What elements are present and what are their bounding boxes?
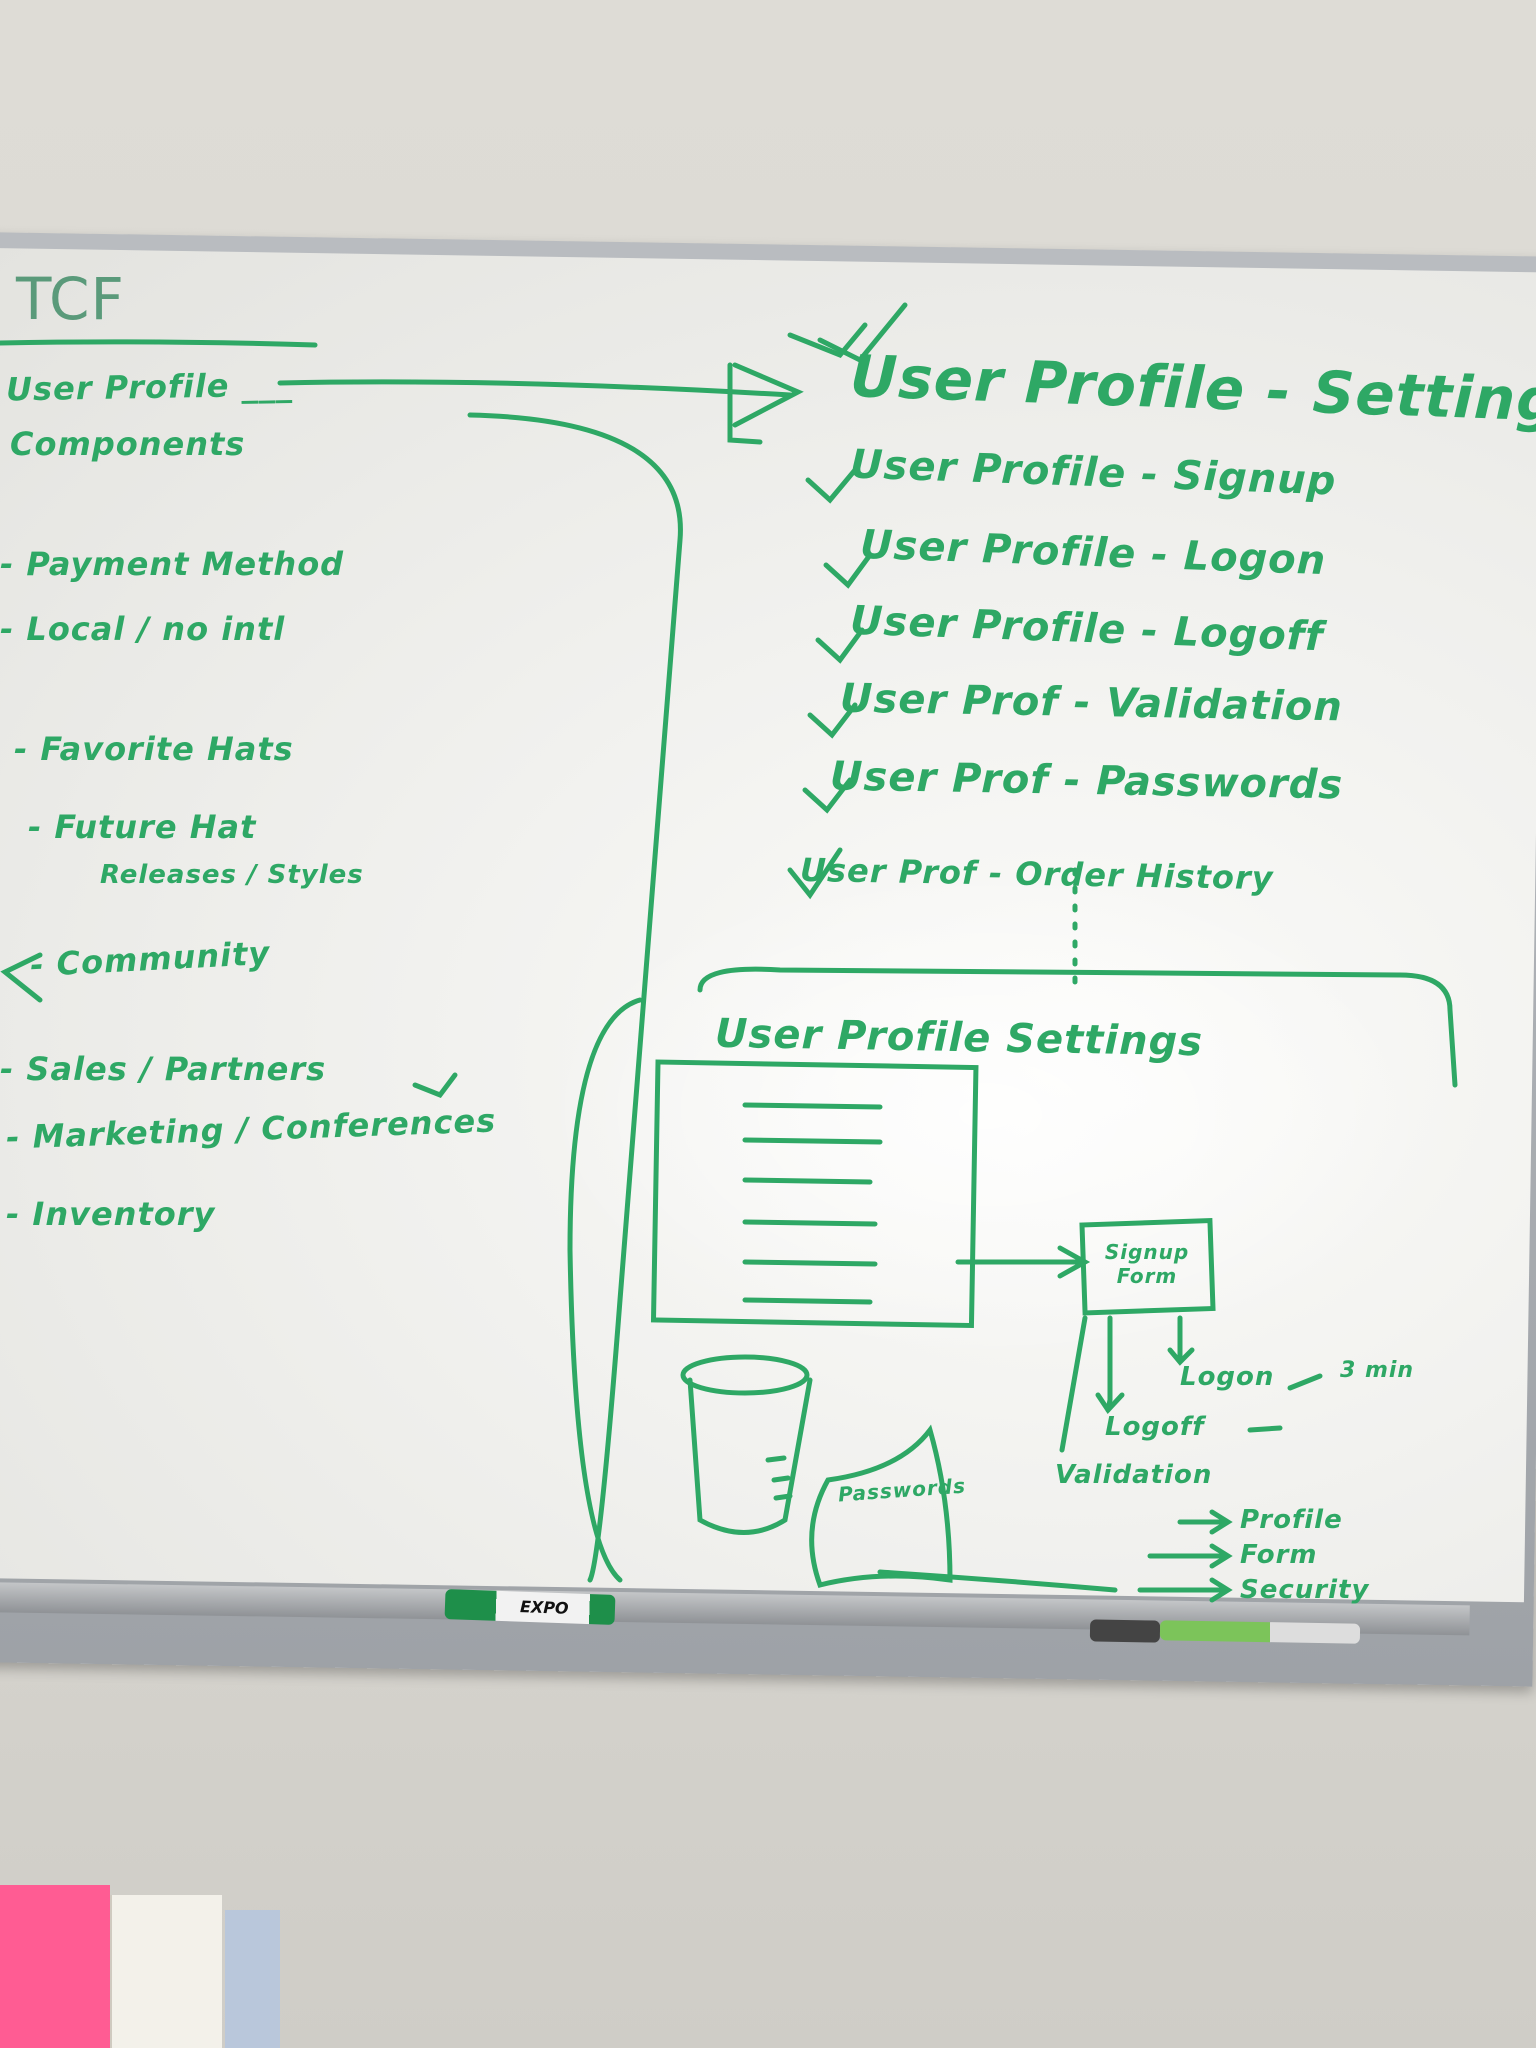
left-list-item: Components <box>10 425 246 463</box>
validation-item: Profile <box>1240 1505 1343 1535</box>
battery <box>1089 1619 1161 1643</box>
validation-item: Security <box>1240 1575 1370 1605</box>
left-list-item: - Sales / Partners <box>0 1050 327 1088</box>
board-title: TCF <box>16 265 125 333</box>
left-list-item: - Inventory <box>6 1195 216 1233</box>
notebook-paper <box>110 1895 222 2048</box>
logon-note: 3 min <box>1340 1358 1415 1383</box>
bracket-curve <box>467 412 683 1583</box>
left-list-item: Releases / Styles <box>100 860 364 890</box>
blue-paper <box>225 1910 280 2048</box>
pink-paper <box>0 1885 110 2048</box>
marker-label: EXPO <box>519 1597 569 1618</box>
signup-box-label: Signup Form <box>1104 1240 1190 1288</box>
validation-item: Form <box>1240 1540 1318 1570</box>
left-list-item: - Local / no intl <box>0 610 286 648</box>
left-list-item: User Profile ___ <box>5 365 293 409</box>
long-arrow <box>277 379 793 398</box>
logoff-label: Logoff <box>1105 1412 1205 1442</box>
database-sketch <box>680 1354 810 1396</box>
right-list-item: User Prof - Passwords <box>829 753 1344 809</box>
logon-label: Logon <box>1180 1362 1275 1392</box>
signup-box-sketch <box>1079 1217 1216 1316</box>
screen-sketch <box>650 1059 979 1329</box>
left-list-item: - Payment Method <box>0 545 345 583</box>
green-marker[interactable] <box>1159 1620 1361 1644</box>
passwords-sketch <box>809 1424 953 1588</box>
left-list-item: - Favorite Hats <box>14 730 294 768</box>
right-list-item: User Prof - Validation <box>839 675 1344 731</box>
title-underline <box>0 339 318 348</box>
diagram-heading: User Profile Settings <box>714 1010 1204 1066</box>
left-list-item: - Future Hat <box>28 808 257 846</box>
validation-label: Validation <box>1055 1460 1213 1490</box>
